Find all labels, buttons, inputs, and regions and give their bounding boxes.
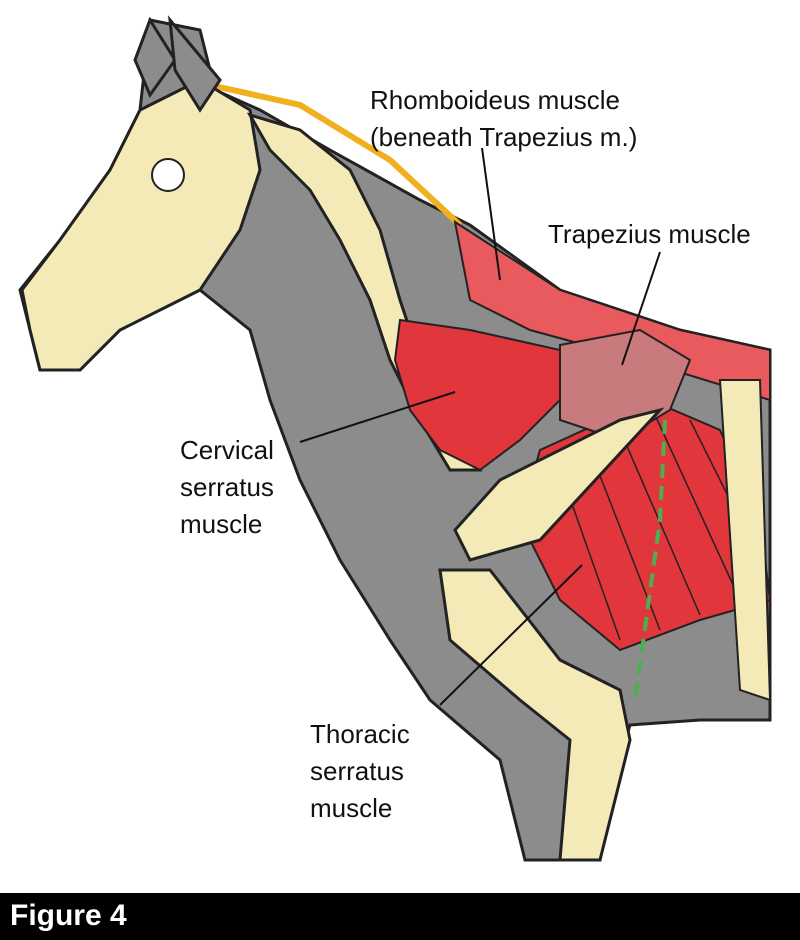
caption-bar: Figure 4 — [0, 893, 800, 940]
label-line: Thoracic — [310, 719, 410, 749]
label-line: (beneath Trapezius m.) — [370, 122, 638, 152]
thoracic-serratus-label: Thoracic serratus muscle — [310, 716, 410, 827]
trapezius-label: Trapezius muscle — [548, 216, 751, 253]
horse-anatomy-illustration — [18, 15, 772, 862]
leader-lines — [299, 147, 661, 706]
eye-socket — [151, 158, 185, 192]
ribs — [718, 379, 772, 702]
label-line: serratus — [310, 756, 404, 786]
figure-caption: Figure 4 — [10, 899, 127, 932]
girth-guide-line — [633, 419, 667, 701]
label-line: Rhomboideus muscle — [370, 85, 621, 115]
nuchal-ligament — [209, 82, 463, 228]
label-line: Cervical — [180, 435, 274, 465]
ear-left — [133, 16, 177, 99]
label-line: muscle — [180, 509, 263, 539]
label-line: Trapezius muscle — [548, 219, 751, 249]
skull — [20, 78, 262, 372]
rhomboideus-muscle — [453, 219, 771, 402]
cervical-serratus-label: Cervical serratus muscle — [180, 432, 274, 543]
label-line: serratus — [180, 472, 274, 502]
rhomboideus-label: Rhomboideus muscle (beneath Trapezius m.… — [370, 82, 637, 156]
cervical-serratus-muscle — [393, 318, 561, 472]
forelimb — [438, 568, 632, 862]
humerus — [453, 407, 665, 562]
ear-right — [168, 15, 222, 113]
label-line: muscle — [310, 793, 393, 823]
